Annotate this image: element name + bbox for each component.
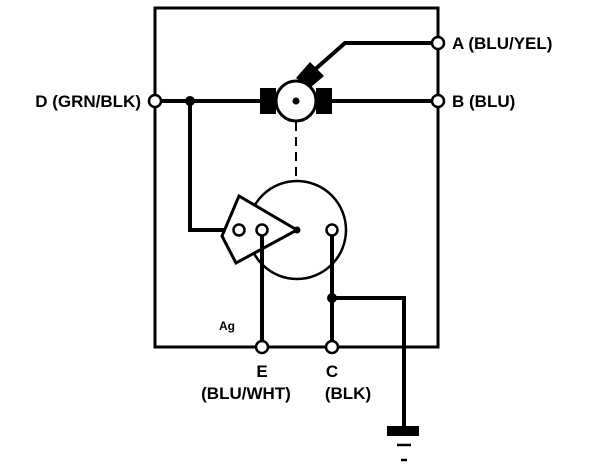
terminal-a <box>430 35 446 51</box>
junction-dot-c <box>327 293 337 303</box>
label-terminal-c-color: (BLK) <box>325 384 371 403</box>
wire-ground <box>330 296 406 430</box>
upper-contact-right-block <box>316 88 332 114</box>
label-terminal-c: C <box>326 362 338 381</box>
ground-icon <box>387 426 419 436</box>
contact-e-internal <box>255 223 269 237</box>
terminal-d <box>147 93 163 109</box>
lower-rotor-center <box>293 226 301 234</box>
junction-dot-d <box>185 96 195 106</box>
terminal-e <box>254 339 270 355</box>
label-terminal-e-color: (BLU/WHT) <box>201 384 291 403</box>
label-terminal-d: D (GRN/BLK) <box>35 92 141 111</box>
wire-a <box>309 41 440 75</box>
terminal-c <box>324 339 340 355</box>
switch-housing <box>153 6 440 349</box>
label-terminal-a: A (BLU/YEL) <box>452 34 552 53</box>
contact-c-internal <box>325 223 339 237</box>
label-ag: Ag <box>219 319 235 333</box>
label-terminal-e: E <box>256 362 267 381</box>
upper-contact-left-block <box>260 88 276 114</box>
wire-d-branch <box>188 99 240 232</box>
upper-rotor-center <box>292 97 300 105</box>
label-terminal-b: B (BLU) <box>452 92 515 111</box>
terminal-b <box>430 93 446 109</box>
contact-d-internal <box>232 223 246 237</box>
